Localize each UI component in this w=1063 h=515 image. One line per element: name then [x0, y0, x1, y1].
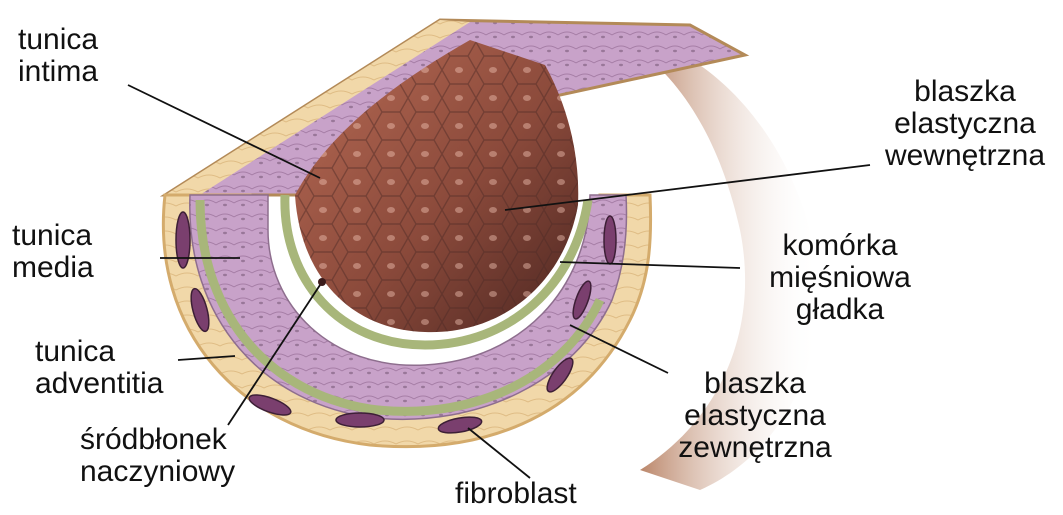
label-blaszka-wewnetrzna: blaszka elastyczna wewnętrzna	[870, 76, 1060, 172]
label-line: elastyczna	[870, 108, 1060, 140]
label-line: tunica	[12, 220, 94, 252]
label-blaszka-zewnetrzna: blaszka elastyczna zewnętrzna	[660, 368, 850, 464]
label-line: naczyniowy	[80, 456, 235, 488]
label-line: blaszka	[870, 76, 1060, 108]
label-komorka: komórka mięśniowa gładka	[745, 230, 935, 326]
label-line: intima	[18, 56, 98, 88]
label-line: adventitia	[35, 368, 163, 400]
label-srodblonek: śródbłonek naczyniowy	[80, 424, 235, 488]
label-tunica-intima: tunica intima	[18, 24, 98, 88]
label-line: mięśniowa	[745, 262, 935, 294]
label-line: media	[12, 252, 94, 284]
label-line: blaszka	[660, 368, 850, 400]
label-line: wewnętrzna	[870, 140, 1060, 172]
label-fibroblast: fibroblast	[455, 478, 577, 510]
label-line: fibroblast	[455, 478, 577, 510]
label-line: tunica	[18, 24, 98, 56]
label-line: tunica	[35, 336, 163, 368]
endothelium-marker	[318, 278, 326, 286]
label-line: gładka	[745, 294, 935, 326]
label-line: zewnętrzna	[660, 432, 850, 464]
label-line: elastyczna	[660, 400, 850, 432]
label-line: śródbłonek	[80, 424, 235, 456]
label-tunica-adventitia: tunica adventitia	[35, 336, 163, 400]
label-line: komórka	[745, 230, 935, 262]
label-tunica-media: tunica media	[12, 220, 94, 284]
